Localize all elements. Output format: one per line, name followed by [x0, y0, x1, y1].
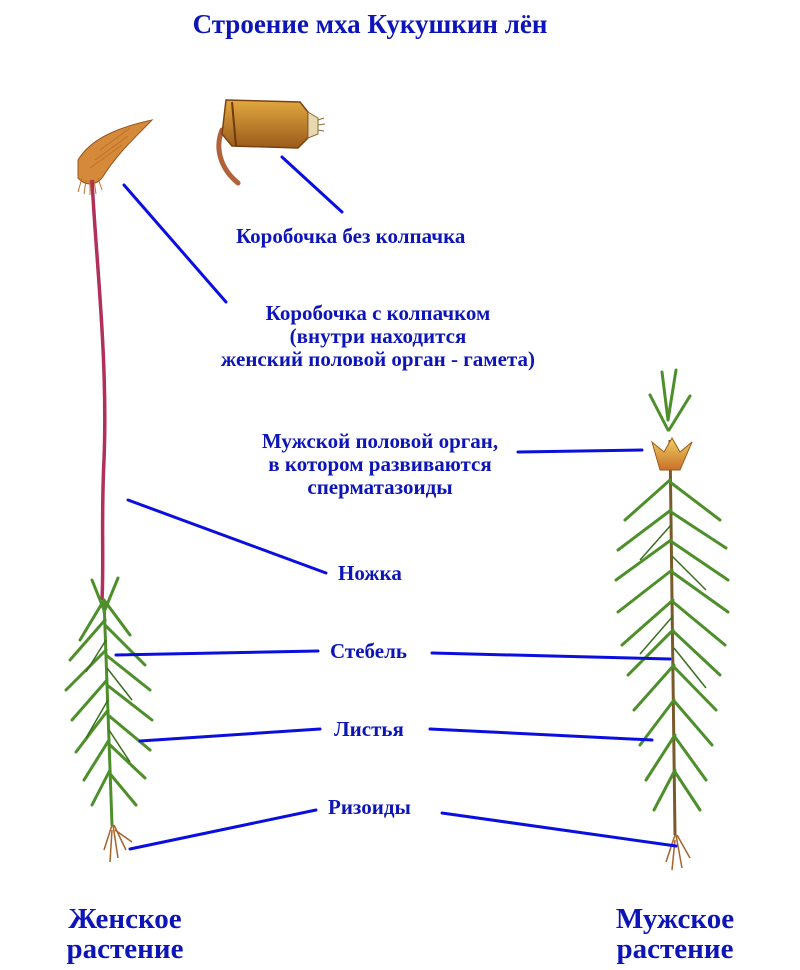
leader-rhizoids-female — [128, 808, 318, 851]
leader-leaves-male — [428, 727, 654, 742]
female-moss-plant-icon — [64, 179, 154, 863]
capsule-without-cap-icon — [216, 99, 326, 186]
label-capsule-with-cap: Коробочка с колпачком (внутри находится … — [178, 301, 578, 372]
label-male-organ-line-1: Мужской половой орган, — [261, 429, 499, 453]
label-male-organ-line-2: в котором развиваются — [268, 452, 492, 477]
caption-female-plant: Женское растение — [40, 903, 210, 965]
label-rhizoids: Ризоиды — [328, 795, 411, 819]
leader-stalk — [126, 498, 328, 575]
male-moss-plant-icon — [614, 368, 730, 871]
leader-stem-female — [114, 649, 320, 657]
leader-capsule-no-cap — [280, 155, 344, 214]
leader-rhizoids-male — [440, 811, 678, 848]
caption-male-line-2: растение — [616, 932, 734, 965]
leader-stem-male — [430, 651, 672, 661]
leader-leaves-female — [138, 727, 322, 743]
caption-female-line-1: Женское — [68, 903, 182, 935]
caption-female-line-2: растение — [66, 932, 184, 965]
diagram-title: Строение мха Кукушкин лён — [192, 9, 548, 39]
label-stem: Стебель — [330, 639, 407, 663]
label-capsule-with-cap-line-2: (внутри находится — [289, 324, 467, 349]
leader-capsule-with-cap — [122, 183, 228, 304]
leader-male-organ — [516, 448, 644, 454]
label-capsule-with-cap-line-1: Коробочка с колпачком — [265, 301, 491, 325]
label-male-organ: Мужской половой орган, в котором развива… — [222, 429, 538, 500]
label-capsule-without-cap: Коробочка без колпачка — [236, 224, 466, 248]
label-male-organ-line-3: сперматазоиды — [307, 475, 453, 500]
caption-male-line-1: Мужское — [615, 903, 735, 935]
leader-lines — [114, 155, 678, 851]
capsule-with-cap-icon — [77, 119, 154, 195]
label-capsule-with-cap-line-3: женский половой орган - гамета) — [221, 347, 535, 372]
label-stalk: Ножка — [338, 561, 402, 585]
label-leaves: Листья — [334, 717, 404, 741]
caption-male-plant: Мужское растение — [590, 903, 760, 965]
